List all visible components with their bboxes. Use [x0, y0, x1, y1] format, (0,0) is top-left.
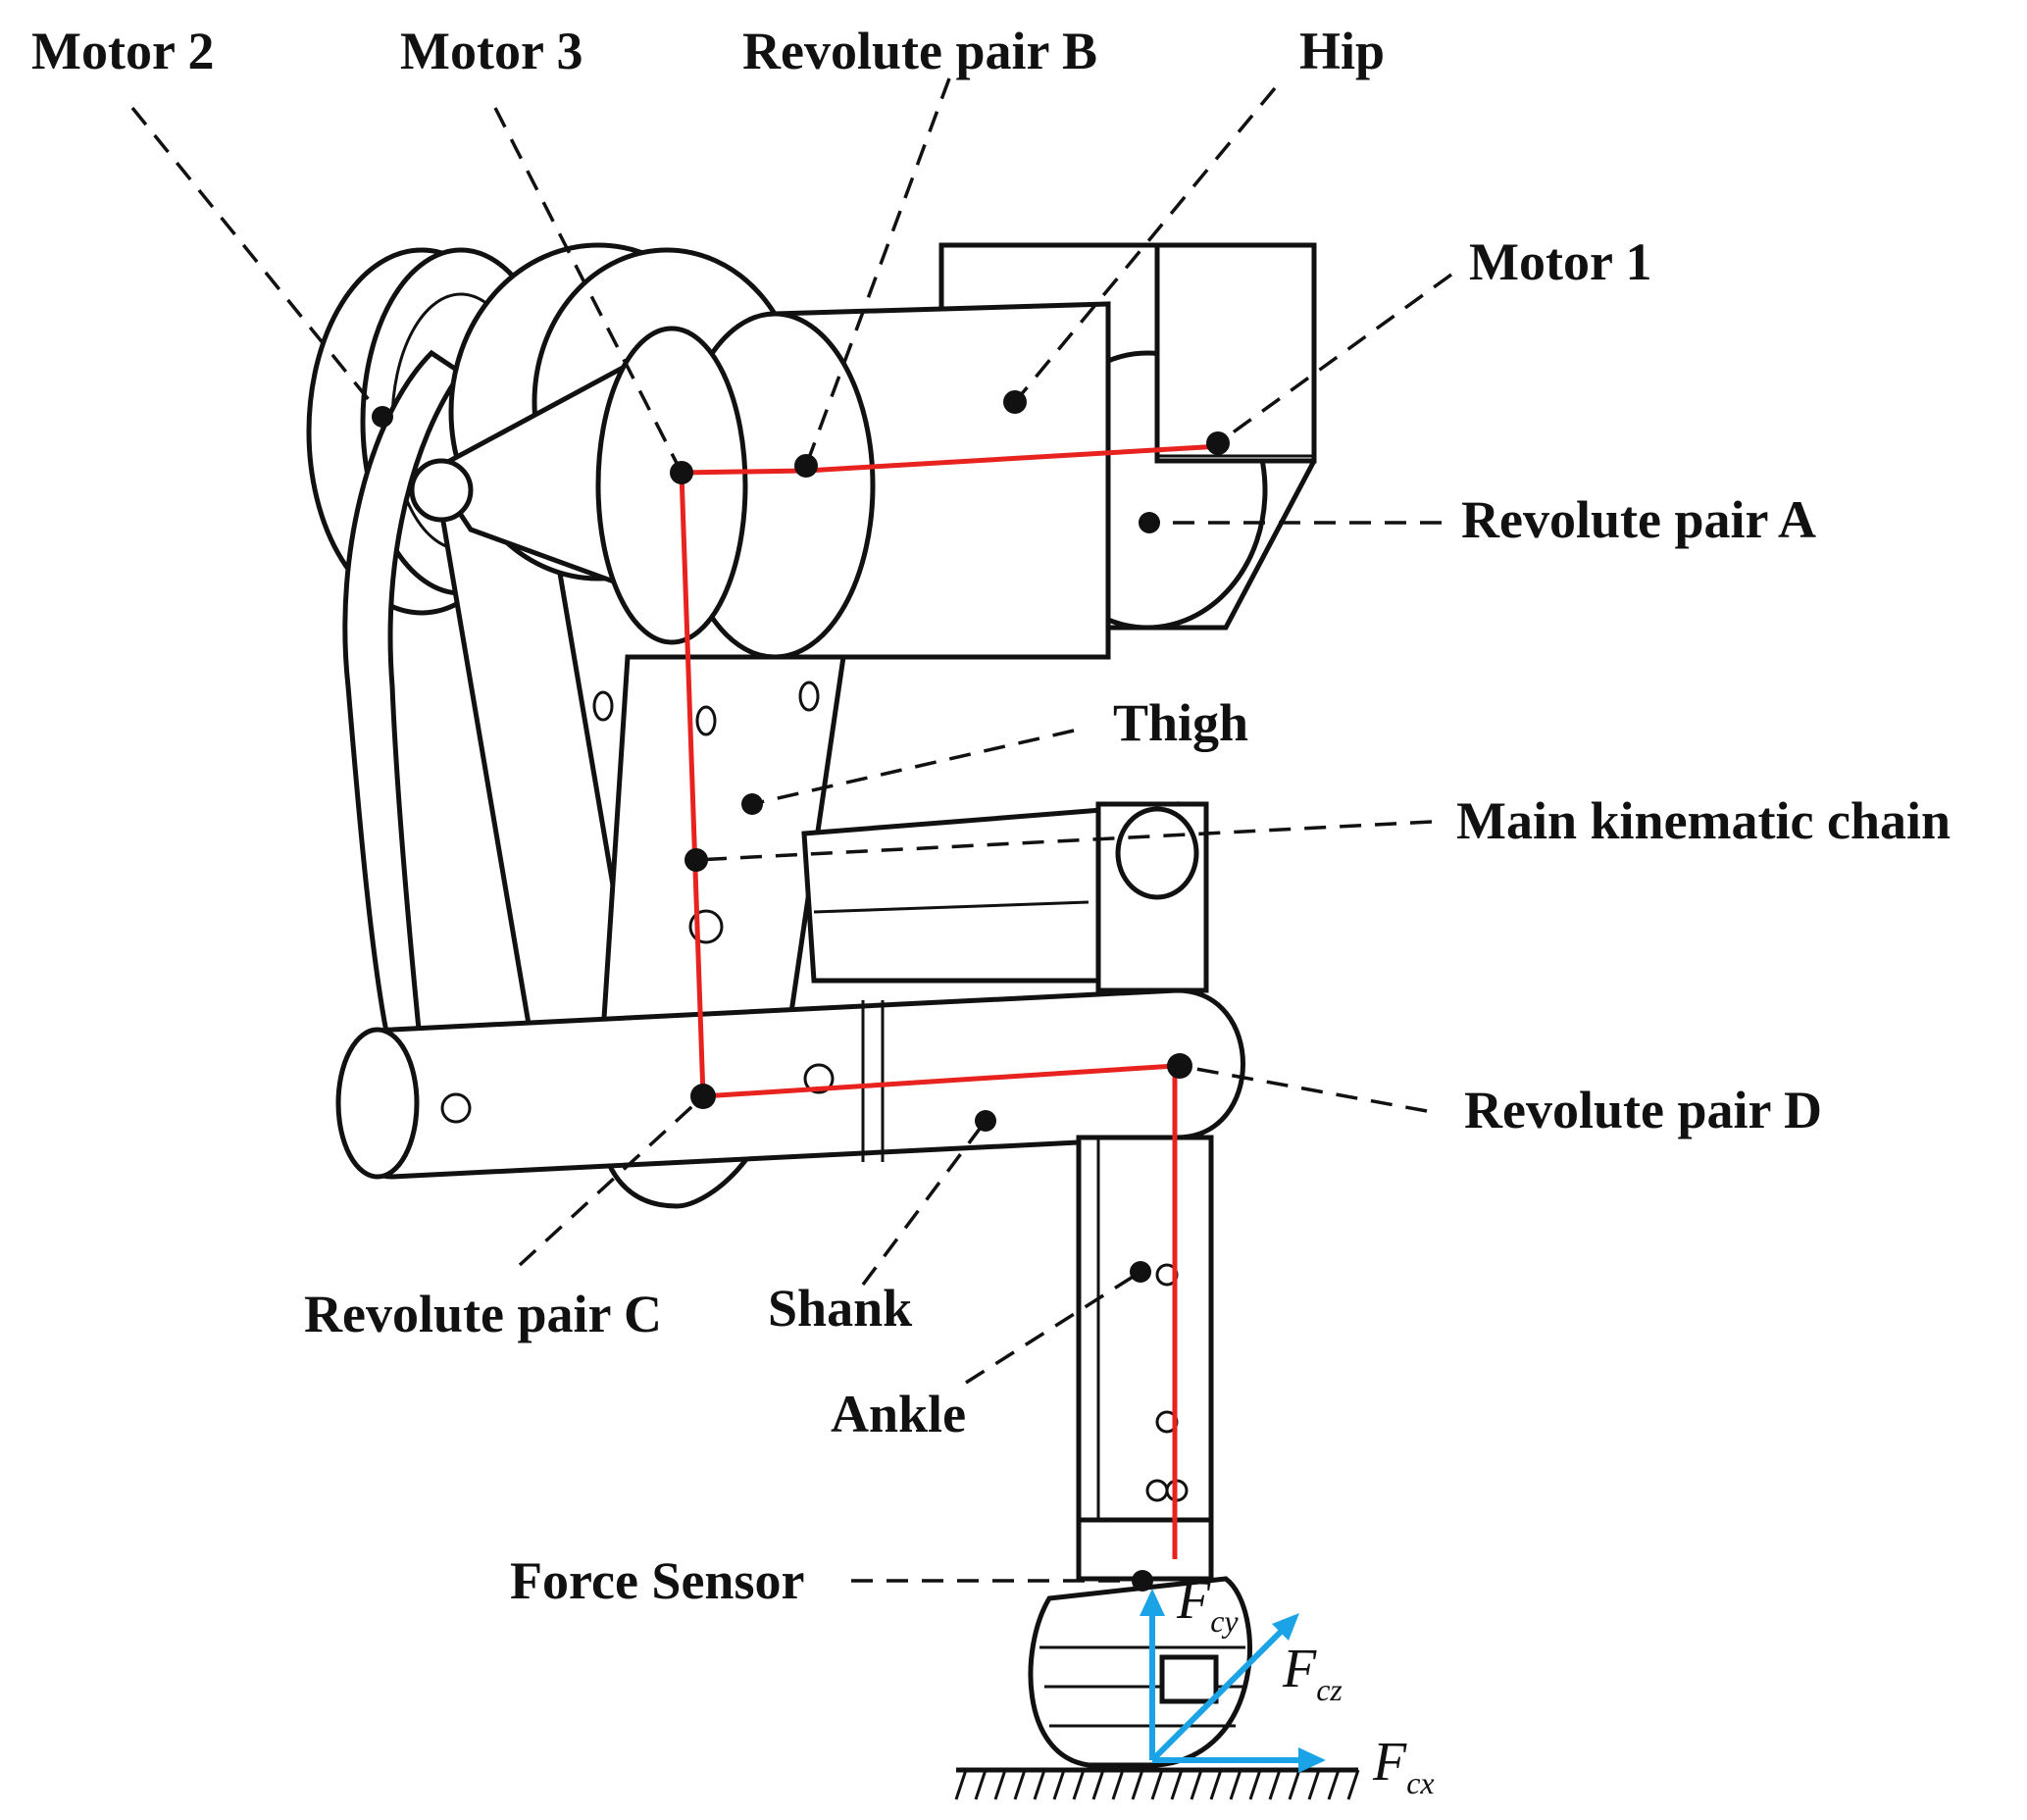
- force-label-fcy: Fcy: [1176, 1570, 1239, 1639]
- label-motor-3: Motor 3: [400, 22, 583, 80]
- ankle-leg: [1076, 1135, 1214, 1582]
- revolute-b-dot: [794, 454, 818, 478]
- main-chain-dot: [684, 848, 708, 872]
- ankle-dot: [1130, 1261, 1151, 1283]
- fcz-arrow: [1149, 1625, 1288, 1763]
- label-main-kinematic-chain: Main kinematic chain: [1456, 791, 1951, 850]
- force-vectors: [1140, 1589, 1326, 1773]
- label-revolute-pair-b: Revolute pair B: [742, 22, 1097, 80]
- label-ankle: Ankle: [831, 1385, 966, 1443]
- label-motor-1: Motor 1: [1469, 232, 1651, 291]
- ground: [954, 1767, 1360, 1800]
- kinematic-chain-lines: [679, 443, 1222, 1559]
- label-thigh: Thigh: [1113, 693, 1248, 752]
- force-label-fcz: Fcz: [1282, 1639, 1343, 1707]
- leg-mechanism: [306, 242, 1360, 1800]
- force-label-fcx: Fcx: [1372, 1732, 1435, 1800]
- leader-lines: [130, 77, 1453, 1583]
- label-revolute-pair-a: Revolute pair A: [1461, 490, 1816, 549]
- label-revolute-pair-c: Revolute pair C: [304, 1285, 662, 1343]
- label-hip: Hip: [1299, 22, 1385, 80]
- upper-horizontal-link: [801, 801, 1209, 993]
- label-revolute-pair-d: Revolute pair D: [1464, 1081, 1822, 1139]
- label-force-sensor: Force Sensor: [510, 1551, 804, 1610]
- label-shank: Shank: [768, 1279, 912, 1338]
- label-motor-2: Motor 2: [31, 22, 214, 80]
